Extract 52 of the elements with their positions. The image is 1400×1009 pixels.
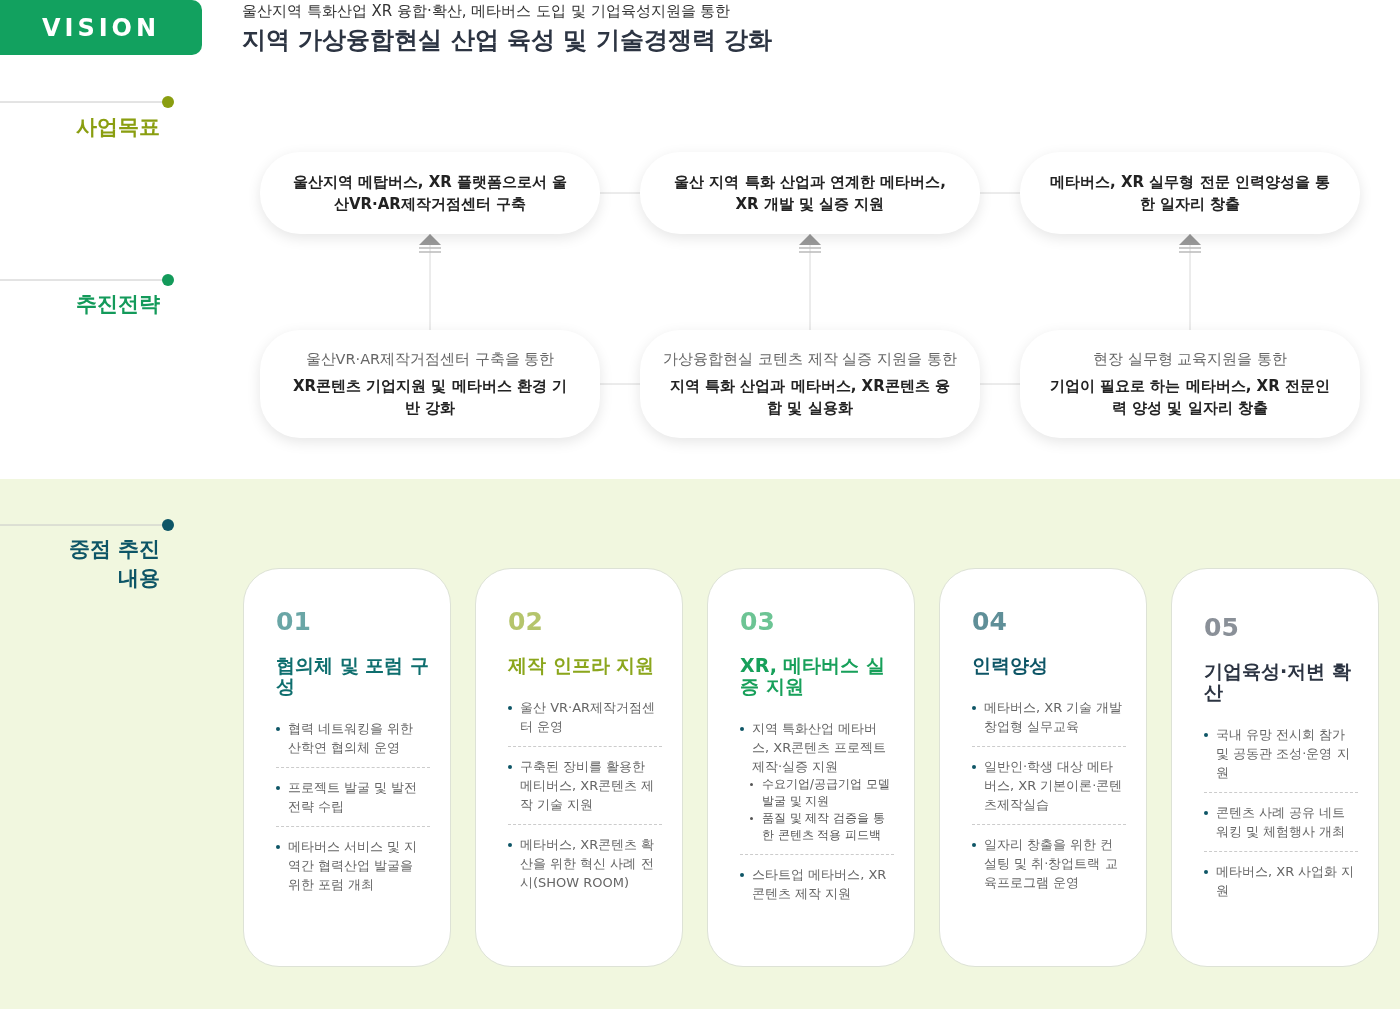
strategy-subtitle: 울산VR·AR제작거점센터 구축을 통한 [305,349,555,369]
bullet-text: 일자리 창출을 위한 컨설팅 및 취·창업트랙 교육프로그램 운영 [972,835,1126,892]
card-number: 05 [1204,613,1240,643]
sub-bullet-text: 수요기업/공급기업 모델 발굴 및 지원 [740,776,894,810]
strategy-box [260,330,600,438]
title: 지역 가상융합현실 산업 육성 및 기술경쟁력 강화 [242,25,773,56]
card-heading: 협의체 및 포럼 구성 [276,655,430,697]
vision-badge: VISION [0,0,202,55]
card-heading: XR, 메타버스 실증 지원 [740,655,887,697]
arrow [418,233,442,331]
strategy-text: XR콘텐츠 기업지원 및 메타버스 환경 기반 강화 [291,375,569,419]
task-card [707,568,915,967]
strategy-subtitle: 가상융합현실 코텐츠 제작 실증 지원을 통한 [663,349,957,369]
arrow [1178,233,1202,331]
task-card [475,568,683,967]
task-card [243,568,451,967]
strategy-box [640,330,980,438]
subtitle: 울산지역 특화산업 XR 융합·확산, 메타버스 도입 및 기업육성지원을 통한 [242,2,731,21]
section-label: 추진전략 [75,291,160,318]
bullet-text: 메타버스, XR 사업화 지원 [1204,862,1358,900]
bullet-text: 메타버스, XR 기술 개발 창업형 실무교육 [972,698,1126,736]
bullet-text: 구축된 장비를 활용한 메티버스, XR콘텐츠 제작 기술 지원 [508,757,662,814]
card-heading: 제작 인프라 지원 [508,655,656,676]
card-number: 02 [508,607,544,637]
arrow [798,233,822,331]
bullet-text: 콘텐츠 사례 공유 네트워킹 및 체험행사 개최 [1204,803,1358,841]
goal-box: 메타버스, XR 실무형 전문 인력양성을 통한 일자리 창출 [1020,152,1360,234]
task-card [1171,568,1379,967]
sub-bullet-text: 품질 및 제작 검증을 통한 콘텐츠 적용 피드백 [740,810,894,844]
card-number: 04 [972,607,1008,637]
section-label: 사업목표 [75,114,160,141]
card-heading: 인력양성 [972,655,1049,676]
bullet-text: 스타트업 메타버스, XR 콘텐츠 제작 지원 [740,865,894,903]
bullet-text: 프로젝트 발굴 및 발전전략 수립 [276,778,430,816]
strategy-text: 기업이 필요로 하는 메타버스, XR 전문인력 양성 및 일자리 창출 [1049,375,1331,419]
section-label: 중점 추진내용 [67,536,160,592]
strategy-subtitle: 현장 실무형 교육지원을 통한 [1093,349,1287,369]
bullet-text: 지역 특화산업 메타버스, XR콘텐츠 프로젝트 제작·실증 지원 [740,719,894,776]
bullet-text: 국내 유망 전시회 참가 및 공동관 조성·운영 지원 [1204,725,1358,782]
goal-box: 울산지역 메탑버스, XR 플랫폼으로서 울산VR·AR제작거점센터 구축 [260,152,600,234]
strategy-box [1020,330,1360,438]
card-number: 03 [740,607,776,637]
bullet-text: 메타버스, XR콘텐츠 확산을 위한 혁신 사례 전시(SHOW ROOM) [508,835,662,892]
bullet-text: 울산 VR·AR제작거점센터 운영 [508,698,662,736]
goal-box: 울산 지역 특화 산업과 연계한 메타버스, XR 개발 및 실증 지원 [640,152,980,234]
bullet-text: 협력 네트워킹을 위한 산학연 협의체 운영 [276,719,430,757]
card-number: 01 [276,607,312,637]
bullet-text: 일반인·학생 대상 메타버스, XR 기본이론·콘텐츠제작실습 [972,757,1126,814]
bullet-text: 메타버스 서비스 및 지역간 협력산업 발굴을 위한 포럼 개최 [276,837,430,894]
strategy-text: 지역 특화 산업과 메타버스, XR콘텐츠 융합 및 실용화 [669,375,951,419]
card-heading: 기업육성·저변 확산 [1204,661,1352,703]
task-card [939,568,1147,967]
